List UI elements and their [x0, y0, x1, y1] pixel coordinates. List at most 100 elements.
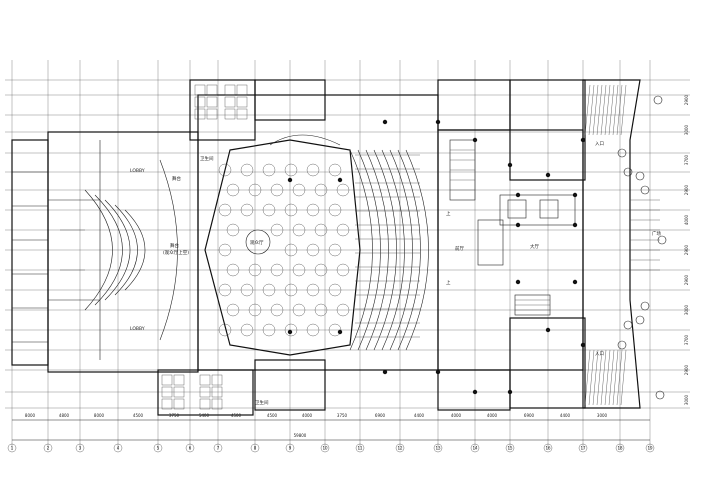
room-label-hall: 观众厅 — [250, 240, 264, 246]
dimension-label: 4500 — [267, 413, 278, 418]
axis-marker-label: 5 — [157, 446, 160, 451]
column-grid — [5, 60, 690, 450]
banquet-table — [306, 243, 320, 257]
banquet-table — [306, 323, 320, 337]
axis-marker — [153, 443, 163, 453]
axis-marker-label: 6 — [189, 446, 192, 451]
dimension-label: 4400 — [560, 413, 571, 418]
axis-marker-label: 16 — [545, 446, 551, 451]
axis-marker — [470, 443, 480, 453]
toilet-stall — [236, 96, 248, 108]
dimension-label: 6900 — [524, 413, 535, 418]
right-dimension-label: 2900 — [684, 244, 689, 255]
banquet-table — [328, 323, 342, 337]
banquet-table — [226, 303, 240, 317]
room-label-left-lower: LOBBY — [130, 326, 145, 332]
lobby-details — [449, 139, 576, 316]
toilet-stall — [161, 386, 173, 398]
room-label-stage-upper: 舞台 — [172, 175, 181, 182]
room-label-stage-center-sub: (观众厅上空) — [163, 249, 189, 256]
left-bays — [12, 140, 101, 360]
seating-row — [357, 149, 381, 351]
right-dimension-label: 2900 — [684, 94, 689, 105]
dimension-label: 3750 — [169, 413, 180, 418]
axis-marker — [113, 443, 123, 453]
fan-stair-tread — [612, 349, 619, 406]
fan-stair-tread — [608, 349, 615, 406]
axis-marker-label: 2 — [47, 446, 50, 451]
right-dimension-label: 3700 — [684, 154, 689, 165]
fan-stair-tread — [592, 84, 599, 136]
banquet-table — [306, 163, 320, 177]
toilet-stall — [211, 386, 223, 398]
banquet-table — [284, 323, 298, 337]
banquet-table — [306, 203, 320, 217]
banquet-table — [314, 303, 328, 317]
banquet-table — [226, 263, 240, 277]
banquet-table — [218, 163, 232, 177]
auditorium — [204, 134, 361, 356]
dimension-label: 8000 — [94, 413, 105, 418]
fan-stair-tread — [596, 84, 603, 136]
fan-stair-tread — [608, 84, 615, 136]
axis-marker — [43, 443, 53, 453]
axis-marker — [185, 443, 195, 453]
seating-row — [373, 149, 397, 351]
seating-row — [397, 149, 421, 351]
toilet-stall — [161, 398, 173, 410]
seating-row — [349, 149, 373, 351]
banquet-table — [314, 263, 328, 277]
right-dimension-label: 2900 — [684, 184, 689, 195]
seating-row — [365, 149, 389, 351]
dimension-label: 4000 — [302, 413, 313, 418]
column-dot — [580, 137, 586, 143]
right-dimension-label: 3000 — [684, 124, 689, 135]
axis-marker-label: 4 — [117, 446, 120, 451]
room-label-stair-upper: 上 — [446, 210, 451, 217]
banquet-table — [240, 283, 254, 297]
entrance-stairs — [584, 84, 660, 406]
axis-marker-label: 15 — [507, 446, 513, 451]
banquet-table — [306, 283, 320, 297]
banquet-table — [284, 203, 298, 217]
banquet-table — [240, 163, 254, 177]
right-dimension-label: 3700 — [684, 334, 689, 345]
banquet-table — [328, 243, 342, 257]
column-dot — [287, 329, 293, 335]
column-dot — [507, 162, 513, 168]
column-dot — [572, 192, 578, 198]
axis-marker — [250, 443, 260, 453]
column-dot — [382, 369, 388, 375]
seating-row — [405, 149, 429, 351]
right-dimension-label: 2900 — [684, 274, 689, 285]
axis-marker — [433, 443, 443, 453]
banquet-tables — [218, 163, 350, 337]
banquet-table — [292, 183, 306, 197]
banquet-table — [328, 163, 342, 177]
seating-row — [381, 149, 405, 351]
dimension-label: 3750 — [337, 413, 348, 418]
banquet-table — [336, 303, 350, 317]
dimension-bottom — [12, 419, 650, 441]
axis-marker — [213, 443, 223, 453]
banquet-table — [328, 203, 342, 217]
fan-stair-tread — [604, 84, 611, 136]
banquet-table — [336, 263, 350, 277]
banquet-table — [314, 223, 328, 237]
room-label-lobby-center: 前厅 — [455, 245, 464, 252]
fan-stair-tread — [584, 349, 591, 406]
right-dimension-label: 4000 — [684, 214, 689, 225]
fan-stair-tread — [616, 84, 623, 136]
column-dot — [435, 119, 441, 125]
right-dimension-label: 3000 — [684, 394, 689, 405]
banquet-table — [218, 283, 232, 297]
right-dimension-label: 2900 — [684, 364, 689, 375]
toilet-stall — [206, 108, 218, 120]
banquet-table — [314, 183, 328, 197]
axis-marker — [7, 443, 17, 453]
fan-stair-tread — [600, 84, 607, 136]
dimension-label: 4800 — [59, 413, 70, 418]
banquet-table — [336, 223, 350, 237]
banquet-table — [262, 163, 276, 177]
